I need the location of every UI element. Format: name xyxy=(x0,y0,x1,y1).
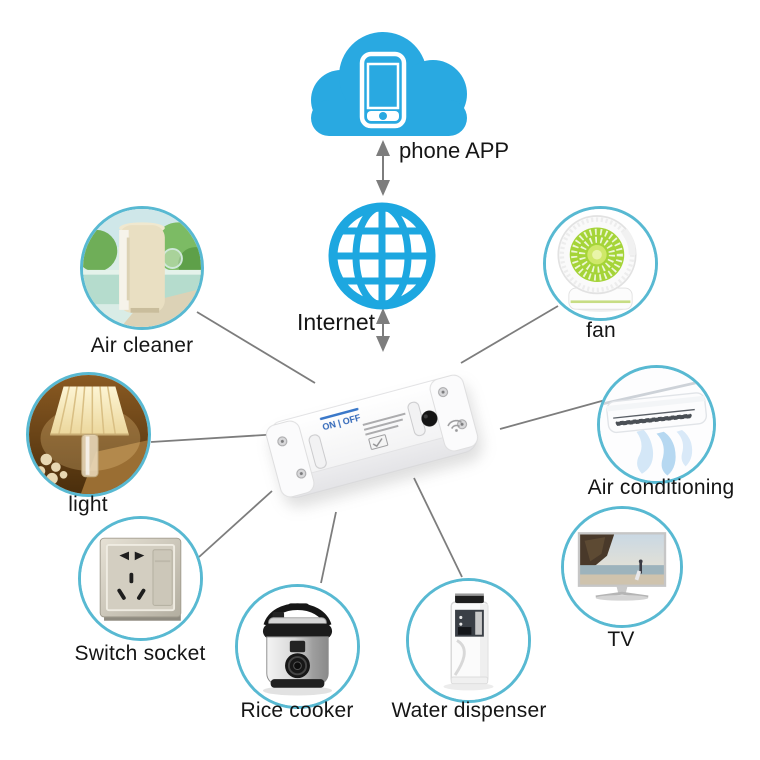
device-label-switch-socket: Switch socket xyxy=(74,642,206,665)
internet-globe-icon xyxy=(327,201,437,311)
cloud-icon xyxy=(283,28,483,140)
device-circle-light xyxy=(26,372,151,497)
device-circle-water-dispenser xyxy=(406,578,531,703)
internet-label: Internet xyxy=(297,309,375,335)
hub-cert-mark xyxy=(368,434,389,450)
device-label-light: light xyxy=(68,493,108,516)
device-label-fan: fan xyxy=(586,319,616,342)
air-conditioner-icon xyxy=(600,368,713,481)
hub-wifi-icon xyxy=(447,419,462,432)
line-hub-to-fan xyxy=(460,305,559,364)
device-label-air-conditioning: Air conditioning xyxy=(587,476,735,499)
lamp-icon xyxy=(29,375,148,494)
hub-spec-text xyxy=(362,412,406,436)
wall-socket-icon xyxy=(81,519,200,638)
rice-cooker-icon xyxy=(238,587,357,706)
air-cleaner-icon xyxy=(83,209,201,327)
television-icon xyxy=(564,509,680,625)
phone-icon xyxy=(359,51,407,129)
device-circle-switch-socket xyxy=(78,516,203,641)
hub-button[interactable] xyxy=(420,409,440,429)
device-label-air-cleaner: Air cleaner xyxy=(90,334,194,357)
phone-app-label: phone APP xyxy=(399,138,510,163)
line-hub-to-air-conditioning xyxy=(499,398,610,430)
line-hub-to-water-dispenser xyxy=(413,477,463,578)
device-label-tv: TV xyxy=(607,628,635,651)
fan-icon xyxy=(546,209,655,318)
device-circle-fan xyxy=(543,206,658,321)
device-label-rice-cooker: Rice cooker xyxy=(240,699,354,722)
device-circle-rice-cooker xyxy=(235,584,360,709)
device-circle-air-conditioning xyxy=(597,365,716,484)
water-dispenser-icon xyxy=(409,581,528,700)
line-hub-to-switch-socket xyxy=(198,490,273,558)
device-circle-tv xyxy=(561,506,683,628)
hub-terminal-slot xyxy=(308,434,327,469)
device-circle-air-cleaner xyxy=(80,206,204,330)
line-hub-to-rice-cooker xyxy=(320,511,337,584)
device-label-water-dispenser: Water dispenser xyxy=(391,699,547,722)
hub-device: ON | OFF xyxy=(261,369,484,504)
